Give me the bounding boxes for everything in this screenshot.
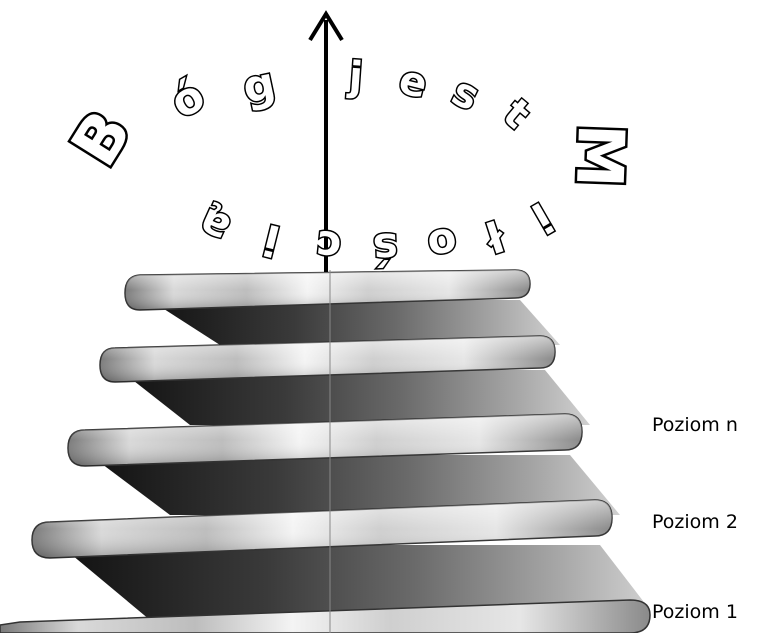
arc-letter: t	[494, 90, 538, 138]
arc-letter: ł	[478, 210, 510, 262]
level-label-2: Poziom 2	[652, 511, 738, 533]
arc-letter: ś	[372, 224, 399, 274]
arc-letter: e	[394, 57, 431, 108]
arc-letter: M	[561, 123, 637, 189]
level-label-1: Poziom 1	[652, 601, 738, 623]
arc-letter: ó	[162, 70, 214, 129]
arc-letter: s	[445, 68, 487, 120]
arc-letter: c	[314, 221, 344, 272]
arc-letter: g	[238, 58, 279, 114]
arc-letter: i	[524, 193, 561, 243]
arc-letter: j	[345, 53, 364, 100]
arc-letter: i	[259, 215, 285, 266]
arc-letter: ą	[191, 198, 237, 254]
level-label-n: Poziom n	[652, 414, 738, 436]
arc-letter: o	[424, 218, 461, 271]
arc-letter: B	[58, 99, 147, 180]
